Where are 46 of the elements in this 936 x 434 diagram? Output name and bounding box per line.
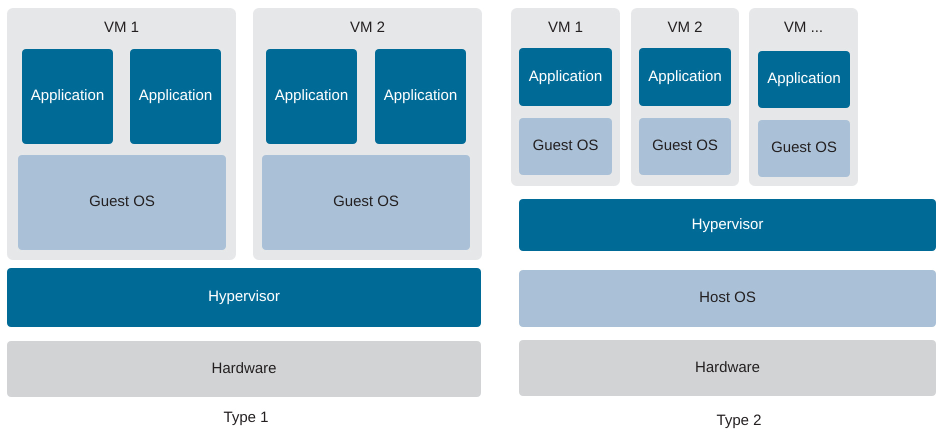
box-label: Host OS xyxy=(699,289,756,308)
application-box xyxy=(22,49,113,144)
vm-container xyxy=(511,8,620,186)
box-label: Guest OS xyxy=(333,193,399,212)
vm-heading: VM 2 xyxy=(348,20,386,35)
application-box xyxy=(266,49,357,144)
vm-container xyxy=(631,8,739,186)
box-label: Application xyxy=(138,87,212,106)
box-label: Guest OS xyxy=(89,193,155,212)
os-box xyxy=(639,118,731,175)
vm-container xyxy=(749,8,858,186)
box-label: Hypervisor xyxy=(208,288,280,307)
box-label: Application xyxy=(648,68,722,86)
os-box xyxy=(18,155,226,250)
box-label: Hardware xyxy=(694,358,760,378)
hardware-bar xyxy=(519,340,936,396)
os-box xyxy=(519,118,612,175)
vm-heading: VM ... xyxy=(782,20,824,35)
vm-container xyxy=(7,8,236,260)
os-box xyxy=(758,120,850,177)
os-box xyxy=(519,270,936,327)
caption-label: Type 1 xyxy=(222,410,270,425)
os-box xyxy=(262,155,470,250)
application-box xyxy=(639,48,731,106)
caption-label: Type 2 xyxy=(715,413,763,428)
application-box xyxy=(519,48,612,106)
hardware-bar xyxy=(7,341,481,397)
vm-heading: VM 1 xyxy=(102,20,140,35)
vm-container xyxy=(253,8,482,260)
box-label: Guest OS xyxy=(532,137,598,156)
box-label: Guest OS xyxy=(771,139,837,158)
application-box xyxy=(375,49,466,144)
vm-heading: VM 1 xyxy=(546,20,584,35)
box-label: Hypervisor xyxy=(692,216,764,234)
vm-heading: VM 2 xyxy=(666,20,704,35)
box-label: Application xyxy=(30,87,104,106)
box-label: Application xyxy=(528,68,602,86)
box-label: Application xyxy=(767,70,841,89)
hypervisor-bar xyxy=(519,199,936,251)
hypervisor-bar xyxy=(7,268,481,327)
application-box xyxy=(758,51,850,108)
box-label: Guest OS xyxy=(652,137,718,156)
box-label: Hardware xyxy=(211,360,277,378)
box-label: Application xyxy=(384,87,458,106)
box-label: Application xyxy=(274,87,348,106)
application-box xyxy=(130,49,221,144)
